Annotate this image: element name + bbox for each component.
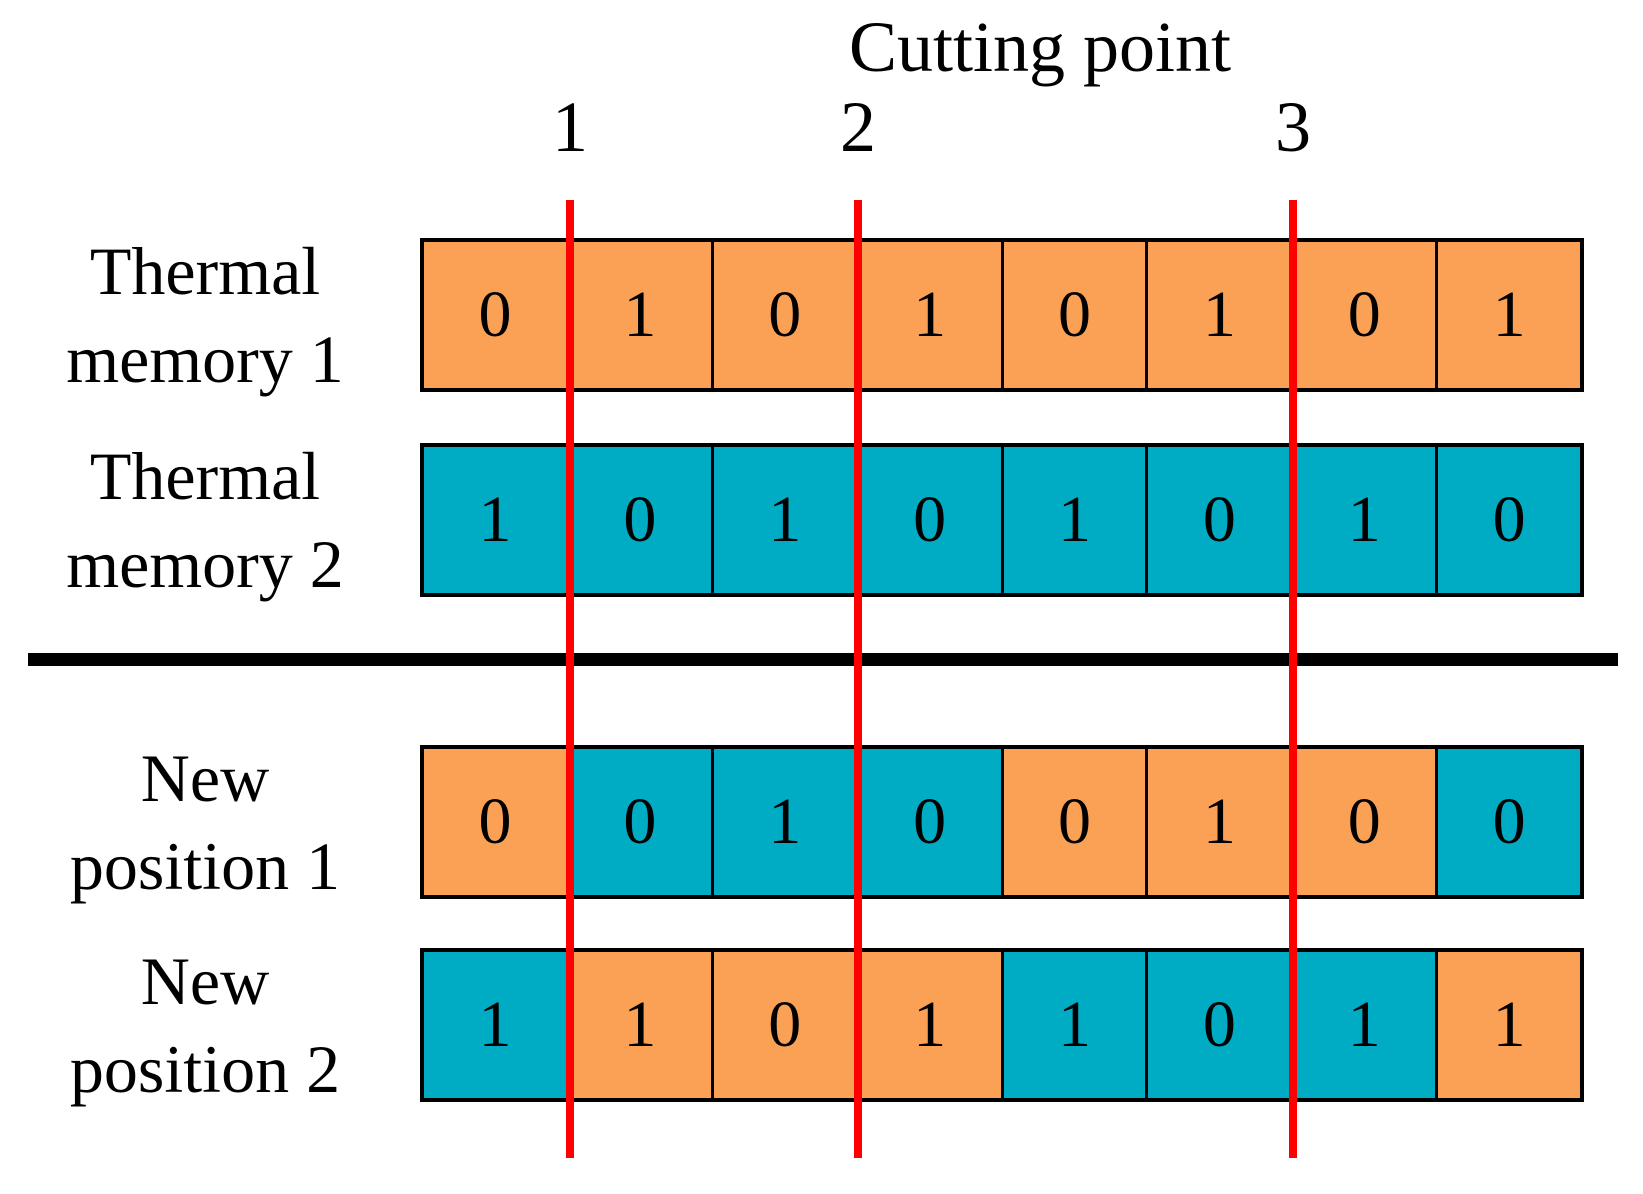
thermal-memory-2-cell-1: 1 — [424, 447, 569, 593]
cutting-point-label-1: 1 — [552, 87, 588, 167]
divider-line — [28, 653, 1618, 666]
thermal-memory-2-cell-4: 0 — [858, 447, 1004, 593]
new-position-1-cell-4: 0 — [858, 749, 1004, 895]
new-position-2-cell-4: 1 — [858, 952, 1004, 1098]
new-position-2-cell-8: 1 — [1438, 952, 1580, 1098]
new-position-2-label-line-1: New — [140, 943, 270, 1019]
thermal-memory-1-cell-6: 1 — [1148, 242, 1294, 388]
thermal-memory-2-cell-7: 1 — [1293, 447, 1439, 593]
new-position-2-label-line-2: position 2 — [69, 1031, 341, 1107]
thermal-memory-1-cell-8: 1 — [1438, 242, 1580, 388]
cutting-point-label-3: 3 — [1275, 87, 1311, 167]
new-position-1-cell-2: 0 — [568, 749, 714, 895]
new-position-1-cell-1: 0 — [424, 749, 569, 895]
new-position-2-cell-3: 0 — [713, 952, 859, 1098]
new-position-1-cell-8: 0 — [1438, 749, 1580, 895]
new-position-1-cell-7: 0 — [1293, 749, 1439, 895]
new-position-1-cell-5: 0 — [1003, 749, 1149, 895]
new-position-2-cell-7: 1 — [1293, 952, 1439, 1098]
thermal-memory-1-label-line-2: memory 1 — [66, 321, 344, 397]
cutting-line-2 — [854, 200, 862, 1158]
thermal-memory-2-label-line-1: Thermal — [89, 438, 321, 514]
new-position-1-cell-3: 1 — [713, 749, 859, 895]
thermal-memory-2-label: Thermal memory 2 — [0, 438, 410, 602]
thermal-memory-2-cell-8: 0 — [1438, 447, 1580, 593]
cutting-line-3 — [1289, 200, 1297, 1158]
new-position-1-label-line-1: New — [140, 740, 270, 816]
thermal-memory-2-cell-6: 0 — [1148, 447, 1294, 593]
thermal-memory-2-cell-3: 1 — [713, 447, 859, 593]
thermal-memory-2-cell-2: 0 — [568, 447, 714, 593]
new-position-2-cell-2: 1 — [568, 952, 714, 1098]
new-position-1-label: New position 1 — [0, 740, 410, 904]
thermal-memory-1-cell-2: 1 — [568, 242, 714, 388]
thermal-memory-1-cell-1: 0 — [424, 242, 569, 388]
thermal-memory-1-cell-3: 0 — [713, 242, 859, 388]
thermal-memory-1-label: Thermal memory 1 — [0, 233, 410, 397]
new-position-2-label: New position 2 — [0, 943, 410, 1107]
thermal-memory-1-label-line-1: Thermal — [89, 233, 321, 309]
cutting-point-title: Cutting point — [848, 7, 1232, 87]
cutting-point-label-2: 2 — [840, 87, 876, 167]
new-position-1-label-line-2: position 1 — [69, 828, 341, 904]
thermal-memory-1-cell-7: 0 — [1293, 242, 1439, 388]
new-position-2-cell-5: 1 — [1003, 952, 1149, 1098]
thermal-memory-1-cell-4: 1 — [858, 242, 1004, 388]
thermal-memory-1-cell-5: 0 — [1003, 242, 1149, 388]
thermal-memory-2-cell-5: 1 — [1003, 447, 1149, 593]
cutting-line-1 — [566, 200, 574, 1158]
new-position-1-cell-6: 1 — [1148, 749, 1294, 895]
new-position-2-cell-1: 1 — [424, 952, 569, 1098]
thermal-memory-2-label-line-2: memory 2 — [66, 526, 344, 602]
new-position-2-cell-6: 0 — [1148, 952, 1294, 1098]
